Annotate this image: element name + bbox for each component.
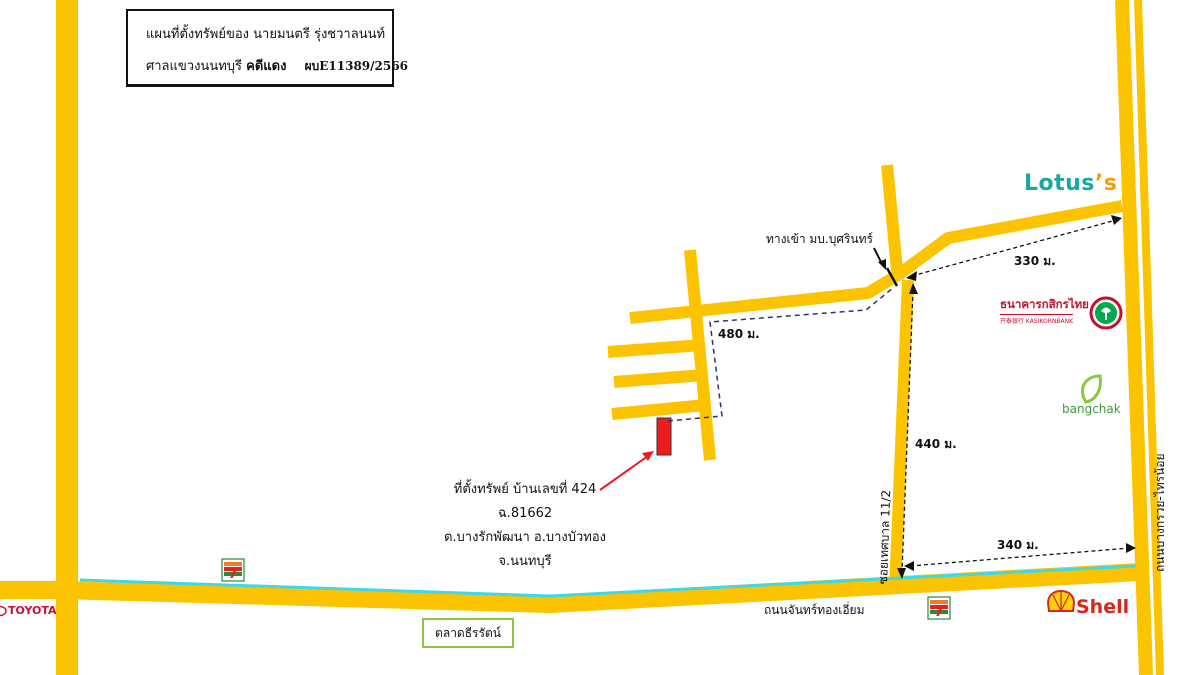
seven-eleven-icon: 7 [221, 558, 245, 582]
distance-arrow-440 [901, 289, 914, 573]
lotus-logo-suffix: ’s [1094, 171, 1118, 196]
market-label: ตลาดธีรรัตน์ [422, 618, 514, 648]
soi-label: ซอยเทศบาล 11/2 [875, 489, 894, 585]
title-court: ศาลแขวงนนทบุรี [146, 59, 243, 74]
road-village-branch-3 [611, 399, 707, 420]
property-pointer [599, 455, 649, 491]
lotus-logo-main: Lotus [1024, 171, 1095, 196]
toyota-logo-icon [0, 605, 7, 617]
road-right-vertical-a [1115, 0, 1153, 675]
road-village-vertical [684, 249, 716, 461]
lotus-logo: Lotus’s [1024, 171, 1117, 196]
property-address-line4: จ.นนทบุรี [498, 554, 552, 569]
shell-logo-text: Shell [1076, 596, 1130, 618]
arrowhead-340-a [904, 561, 914, 571]
toyota-logo-text: TOYOTA [8, 604, 57, 617]
entrance-label: ทางเข้า มบ.บุศรินทร์ [766, 232, 873, 246]
kbank-thai-text: ธนาคารกสิกรไทย [1000, 297, 1089, 311]
entrance-gate-mark [885, 267, 899, 287]
entrance-pointer-head [878, 259, 886, 270]
distance-arrow-340 [909, 547, 1131, 567]
svg-text:7: 7 [934, 604, 944, 620]
bangchak-leaf-icon [1081, 374, 1102, 404]
property-address-line2: ฉ.81662 [497, 506, 553, 521]
kbank-logo-icon [1089, 296, 1123, 330]
distance-arrow-330 [911, 219, 1117, 277]
bangchak-logo-text: bangchak [1062, 402, 1121, 416]
distance-label-330: 330 ม. [1014, 254, 1056, 268]
property-address-line1: ที่ตั้งทรัพย์ บ้านเลขที่ 424 [453, 482, 597, 497]
road-to-lotus [894, 200, 1124, 280]
road-right-vertical-b [1134, 0, 1164, 675]
route-dashed-line [667, 287, 894, 422]
road-main-bottom [0, 563, 1141, 613]
shell-logo-icon [1046, 589, 1076, 612]
road-village-branch-2 [613, 369, 705, 388]
distance-label-340: 340 ม. [997, 538, 1039, 552]
arrowhead-330-a [906, 271, 917, 281]
kbank-english-text: 开泰银行 KASIKORNBANK [1000, 314, 1074, 325]
arrowhead-440-a [909, 283, 918, 294]
title-case-number: ผบE11389/2566 [304, 59, 408, 73]
road-soi-vertical-upper [881, 164, 904, 281]
svg-text:7: 7 [228, 566, 238, 582]
distance-label-480: 480 ม. [718, 327, 760, 341]
seven-eleven-icon-2: 7 [927, 596, 951, 620]
road-entrance [629, 269, 902, 324]
property-pointer-head [642, 451, 654, 461]
property-marker [656, 417, 672, 456]
canal-line [79, 564, 1137, 598]
title-court-line: ศาลแขวงนนทบุรี คดีแดง ผบE11389/2566 [146, 55, 408, 76]
right-road-label: ถนนบางกรวย-ไทรน้อย [1153, 453, 1167, 572]
arrowhead-330-b [1111, 215, 1122, 225]
distance-label-440: 440 ม. [915, 437, 957, 451]
title-box: แผนที่ตั้งทรัพย์ของ นายมนตรี รุ่งชวาลนนท… [126, 9, 408, 87]
arrowhead-340-b [1126, 543, 1136, 553]
property-address-line3: ต.บางรักพัฒนา อ.บางบัวทอง [443, 530, 607, 545]
arrowhead-440-b [897, 568, 906, 579]
road-soi-vertical-lower [889, 279, 914, 591]
kbank-logo: ธนาคารกสิกรไทย 开泰银行 KASIKORNBANK [1000, 296, 1124, 332]
main-road-label: ถนนจันทร์ทองเอี่ยม [764, 603, 865, 617]
title-owner: แผนที่ตั้งทรัพย์ของ นายมนตรี รุ่งชวาลนนท… [146, 27, 386, 42]
property-address: ที่ตั้งทรัพย์ บ้านเลขที่ 424 ฉ.81662 ต.บ… [430, 478, 620, 574]
road-village-branch-1 [607, 339, 703, 358]
title-red-case-label: คดีแดง [246, 59, 287, 74]
